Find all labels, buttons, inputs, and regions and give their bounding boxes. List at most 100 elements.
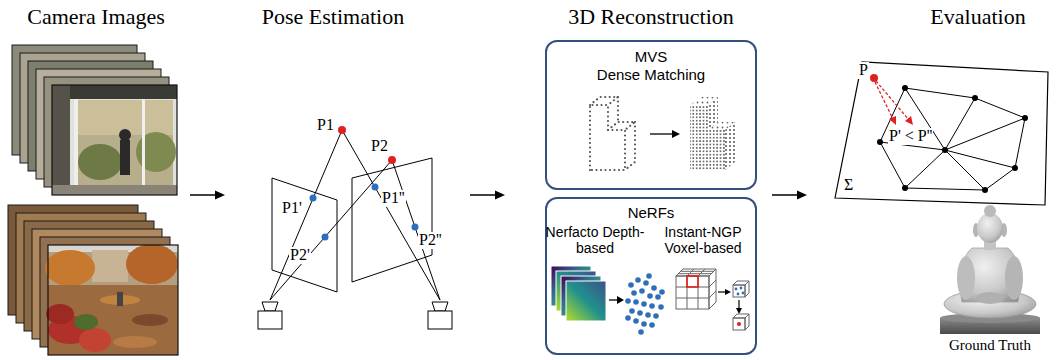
buddha-statue [957,256,975,300]
epipolar-geometry [352,158,432,282]
mesh-surface [1015,118,1025,168]
mesh-vertex [902,185,908,191]
flow-arrow-small [650,130,680,138]
voxel-grid [687,276,698,287]
depth-maps [551,266,606,321]
voxel-grid [676,298,709,299]
stage-heading: Camera Images [6,4,186,29]
mesh-surface [835,62,1048,205]
mesh-surface [905,150,945,188]
mesh-surface [945,98,975,150]
mesh-surface [880,142,905,188]
point-marker [338,126,346,134]
mesh-surface [945,150,985,190]
method-subtitle: Instant-NGP Voxel-based [651,224,755,256]
flow-arrow-small [738,300,739,309]
camera-photo [52,85,177,195]
distance-leader [875,82,893,119]
point-label: P [858,62,869,79]
arrow-head [215,191,225,200]
camera-photo [45,244,178,355]
method-title: MVS [556,48,746,65]
sparse-points [590,97,618,105]
point-label: Σ [843,177,854,194]
voxel-grid [709,280,716,287]
point-marker [388,156,396,164]
method-subtitle: Nerfacto Depth-based [545,224,645,256]
camera-photo [74,314,98,330]
point-label: P2 [370,138,389,155]
arrow-line [772,194,799,196]
dense-points [725,122,735,170]
flow-arrow-small [672,130,680,138]
mesh-vertex [942,147,948,153]
stage-heading: Evaluation [903,4,1053,29]
point-cloud [625,315,631,321]
method-title: Dense Matching [556,66,746,83]
point-label: P1' [281,200,303,217]
flow-arrow [470,191,505,200]
voxel-grid [709,269,716,309]
flow-arrow-small [617,296,624,304]
point-marker [322,234,329,241]
camera-photo [113,336,157,348]
camera-photo [142,99,145,189]
pipeline-stage: 3D ReconstructionMVSDense MatchingNeRFsN… [508,0,770,360]
point-marker [310,126,419,241]
mesh-vertex [1012,165,1018,171]
camera-photo [52,85,70,195]
point-cloud [643,280,649,286]
point-marker [310,195,317,202]
flow-arrow-small [736,308,742,314]
flow-arrow-small [718,289,742,314]
voxel-grid [681,271,714,272]
mesh-vertex [877,85,1028,193]
distance-leader [870,74,913,125]
camera-photo [117,292,123,306]
epipolar-geometry [270,130,440,300]
epipolar-geometry [270,160,392,300]
point-cloud [647,293,653,299]
point-cloud [625,273,665,335]
point-cloud [631,290,637,296]
epipolar-geometry [270,130,342,300]
caption-label: Ground Truth [948,338,1032,354]
flow-arrow [772,191,807,200]
camera-photo [70,85,177,99]
voxel-grid [698,269,705,276]
point-marker [372,184,379,191]
voxel-cell [745,281,749,297]
camera-photo [74,99,78,189]
dense-points [690,105,725,170]
camera-symbol [432,302,448,311]
voxel-cell [733,318,745,330]
method-box: NeRFsNerfacto Depth-basedInstant-NGP Vox… [545,197,757,355]
arrow-line [190,194,217,196]
sparse-points [590,97,635,170]
mesh-surface [985,168,1015,190]
point-cloud [629,308,635,314]
point-label: P' < P'' [888,128,933,145]
voxel-cell [745,314,749,330]
buddha-statue [944,290,1036,318]
camera-photo [132,314,168,326]
voxel-cell [733,285,745,297]
voxel-cell [733,281,749,330]
point-label: P2' [289,247,311,264]
arrow-line [470,194,497,196]
point-cloud [638,329,644,335]
voxel-grid [676,269,716,309]
method-box: MVSDense Matching [545,40,757,190]
point-cloud [641,321,647,327]
camera-photo [79,328,111,352]
camera-photo [126,244,178,284]
point-cloud [658,304,664,310]
camera-photo [45,250,95,286]
point-cloud [655,294,661,300]
mesh-vertex [1022,115,1028,121]
buddha-statue [977,213,1003,243]
point-label: P2'' [418,232,443,249]
buddha-statue [984,205,996,217]
